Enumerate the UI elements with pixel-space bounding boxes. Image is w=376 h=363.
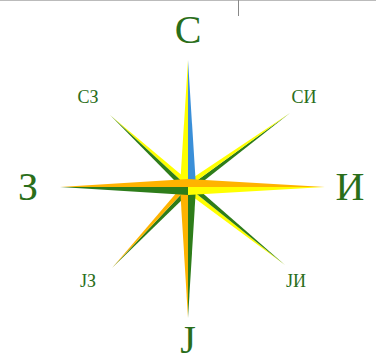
intercardinal-direction: СЗ [77,88,98,106]
cardinal-direction: З [18,167,38,207]
star-point [180,60,188,187]
frame-tick [238,0,239,16]
star-point [188,187,325,195]
intercardinal-direction: СИ [291,88,316,106]
cardinal-direction: И [336,167,365,207]
star-point [180,187,188,318]
cardinal-direction: С [175,10,202,50]
cardinal-direction: Ј [180,320,196,360]
star-point [60,187,188,195]
star-point [188,113,290,191]
star-point [188,183,285,265]
frame-line [0,0,376,1]
star-point [188,179,325,187]
star-point [188,187,196,318]
star-point [110,115,188,191]
star-point [112,187,192,268]
star-point [188,60,196,187]
star-point [60,179,188,187]
star-point [112,184,188,268]
main-points [60,60,325,318]
star-point [185,113,290,187]
intercardinal-direction: ЈЗ [80,272,96,290]
intercardinal-direction: ЈИ [286,272,306,290]
star-point [185,187,285,265]
star-point [110,115,191,187]
